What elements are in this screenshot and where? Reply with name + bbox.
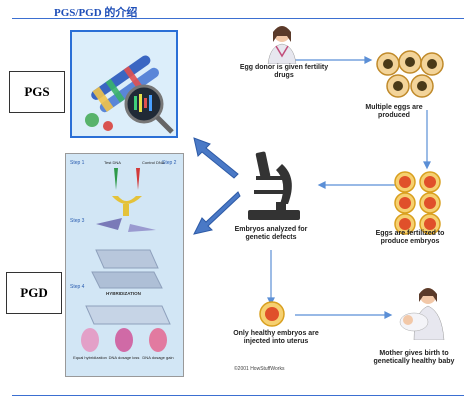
- pgd-test-dna: Test DNA: [104, 160, 121, 165]
- loss-cell: [115, 328, 133, 352]
- arrows: [193, 137, 241, 235]
- multiple-eggs-text: Multiple eggs are produced: [365, 104, 423, 119]
- fertilized-text: Eggs are fertilized to produce embryos: [375, 230, 445, 245]
- pgs-label: PGS: [9, 71, 65, 113]
- pgd-step3: Step 3: [70, 218, 85, 224]
- hybridization-label: HYBRIDIZATION: [106, 291, 141, 296]
- mother-baby-figure: [399, 288, 445, 340]
- loss-label: DNA dosage loss: [109, 355, 140, 360]
- fertilized-eggs-image: [394, 171, 441, 235]
- pgd-step1: Step 1: [70, 160, 85, 166]
- top-divider: [12, 18, 464, 19]
- pgd-label: PGD: [6, 272, 62, 314]
- pgd-control-dna: Control DNA: [142, 160, 165, 165]
- multiple-eggs-image: [376, 50, 444, 98]
- equal-label: Equal hybridization: [73, 355, 107, 360]
- funnel-shape: [112, 196, 142, 204]
- bottom-divider: [12, 395, 464, 396]
- pgs-chromosome-image: [70, 30, 178, 138]
- arrow-to-pgs: [193, 137, 239, 179]
- ivf-flow-lines: [267, 56, 431, 319]
- egg-donor-figure: [267, 26, 297, 64]
- microscope-icon: [248, 151, 300, 220]
- egg-donor-text: Egg donor is given fertility drugs: [239, 64, 329, 79]
- control-dna-tube: [136, 168, 140, 190]
- pgd-step2: Step 2: [162, 160, 177, 166]
- birth-text: Mother gives birth to genetically health…: [373, 350, 455, 365]
- gain-cell: [149, 328, 167, 352]
- arrow-to-pgd: [193, 191, 241, 235]
- pgd-step4: Step 4: [70, 284, 85, 290]
- injected-text: Only healthy embryos are injected into u…: [233, 330, 319, 345]
- pgd-protocol-image: Step 1 Step 2 Test DNA Control DNA Step …: [65, 153, 184, 377]
- analyzed-text: Embryos analyzed for genetic defects: [234, 226, 308, 241]
- copyright-text: ©2001 HowStuffWorks: [234, 366, 285, 372]
- equal-hybrid-cell: [81, 328, 99, 352]
- hybridization-slide-top: [95, 249, 159, 269]
- page-title: PGS/PGD 的介绍: [54, 7, 138, 19]
- healthy-embryo-image: [259, 301, 285, 327]
- gain-label: DNA dosage gain: [142, 355, 173, 360]
- test-dna-tube: [114, 168, 118, 190]
